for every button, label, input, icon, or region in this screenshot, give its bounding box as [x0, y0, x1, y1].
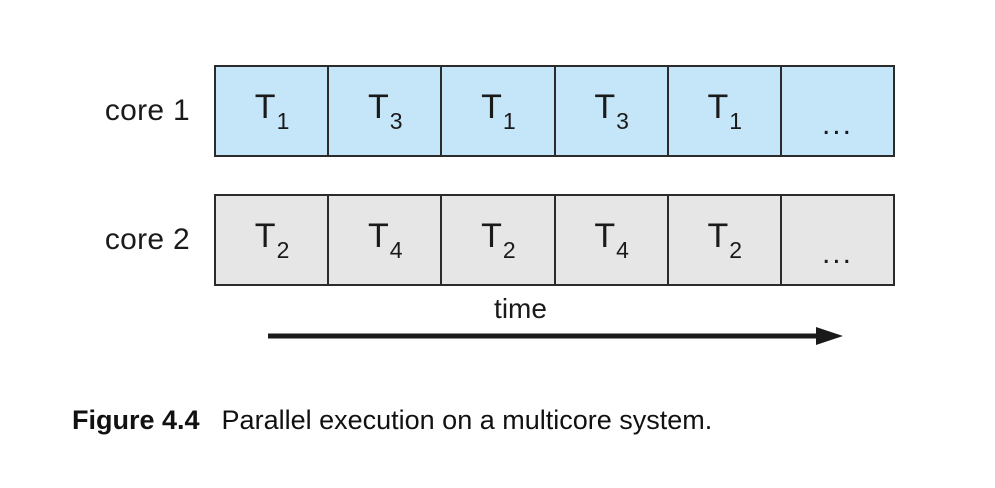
figure-caption-label: Figure 4.4 [72, 405, 200, 435]
core-1-slot-3-subscript: 1 [502, 108, 516, 134]
core-2-slot-5-subscript: 2 [729, 237, 743, 263]
figure-caption: Figure 4.4 Parallel execution on a multic… [72, 402, 952, 438]
core-1-slot-2-base: T [367, 88, 389, 126]
core-2-slot-1-subscript: 2 [276, 237, 290, 263]
core-2-slot-6-continuation: ... [781, 196, 894, 284]
core-2-slot-5-base: T [707, 217, 729, 255]
core-2-ellipsis: ... [821, 237, 853, 270]
core-1-slot-1-subscript: 1 [276, 108, 290, 134]
core-1-slot-4-subscript: 3 [616, 108, 629, 134]
core-2-slot-2-subscript: 4 [389, 237, 403, 263]
time-axis-label: time [494, 293, 547, 324]
core-2-slot-1-base: T [254, 217, 276, 255]
core-1-slot-5-base: T [707, 88, 729, 126]
core-2-slot-4-base: T [594, 217, 616, 255]
core-1-slot-2-subscript: 3 [389, 108, 403, 134]
core-1-slot-4-base: T [594, 88, 616, 126]
core-1-ellipsis: ... [821, 108, 853, 141]
core-2-slot-2-base: T [367, 217, 389, 255]
core-1-slot-1-base: T [254, 88, 276, 126]
core-1-slot-3-base: T [481, 88, 502, 126]
core-2-label: core 2 [104, 223, 190, 256]
core-1-slot-5-subscript: 1 [729, 108, 743, 134]
core-2-slot-3-subscript: 2 [502, 237, 516, 263]
time-direction-arrow-icon [268, 327, 843, 345]
core-2-slot-3-base: T [481, 217, 502, 255]
figure-caption-text: Parallel execution on a multicore system… [221, 405, 713, 435]
core-2-slot-4-subscript: 4 [616, 237, 629, 263]
core-1-label: core 1 [104, 94, 190, 127]
core-1-slot-6-continuation: ... [781, 67, 894, 155]
time-axis: time [268, 292, 843, 347]
